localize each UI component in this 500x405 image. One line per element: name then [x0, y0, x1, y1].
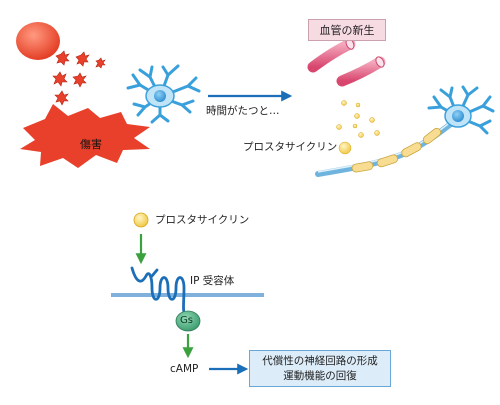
vessel-label-box: 血管の新生	[308, 19, 386, 41]
gs-label: Gs	[180, 315, 193, 326]
outcome-line-1: 代償性の神経回路の形成	[262, 355, 378, 368]
receptor-label: IP 受容体	[190, 275, 235, 287]
outcome-line-2: 運動機能の回復	[283, 369, 357, 382]
myelin-sheaths	[351, 127, 442, 173]
vessel-label: 血管の新生	[319, 24, 375, 37]
prostacyclin-label-top: プロスタサイクリン	[243, 141, 338, 153]
time-label: 時間がたつと…	[206, 105, 280, 117]
vessel-left	[307, 38, 356, 73]
vessel-right-opening	[375, 56, 385, 68]
injury-label: 傷害	[80, 138, 102, 151]
ip-receptor-tail	[150, 268, 159, 278]
injury-burst	[20, 104, 150, 168]
camp-label: cAMP	[170, 363, 199, 375]
axon-highlight	[317, 115, 459, 173]
gs-protein	[175, 310, 201, 332]
prostacyclin-molecule	[133, 212, 149, 228]
ip-receptor	[130, 266, 188, 320]
outcome-box: 代償性の神経回路の形成 運動機能の回復	[249, 350, 391, 387]
vessel-right	[336, 56, 386, 87]
prostacyclin-particles	[336, 100, 380, 155]
neuron-right-nucleus	[452, 110, 464, 122]
debris-fragments	[52, 50, 106, 106]
injured-cell	[16, 22, 60, 60]
prostacyclin-label-bottom: プロスタサイクリン	[155, 214, 250, 226]
neuron-left-nucleus	[154, 90, 166, 102]
